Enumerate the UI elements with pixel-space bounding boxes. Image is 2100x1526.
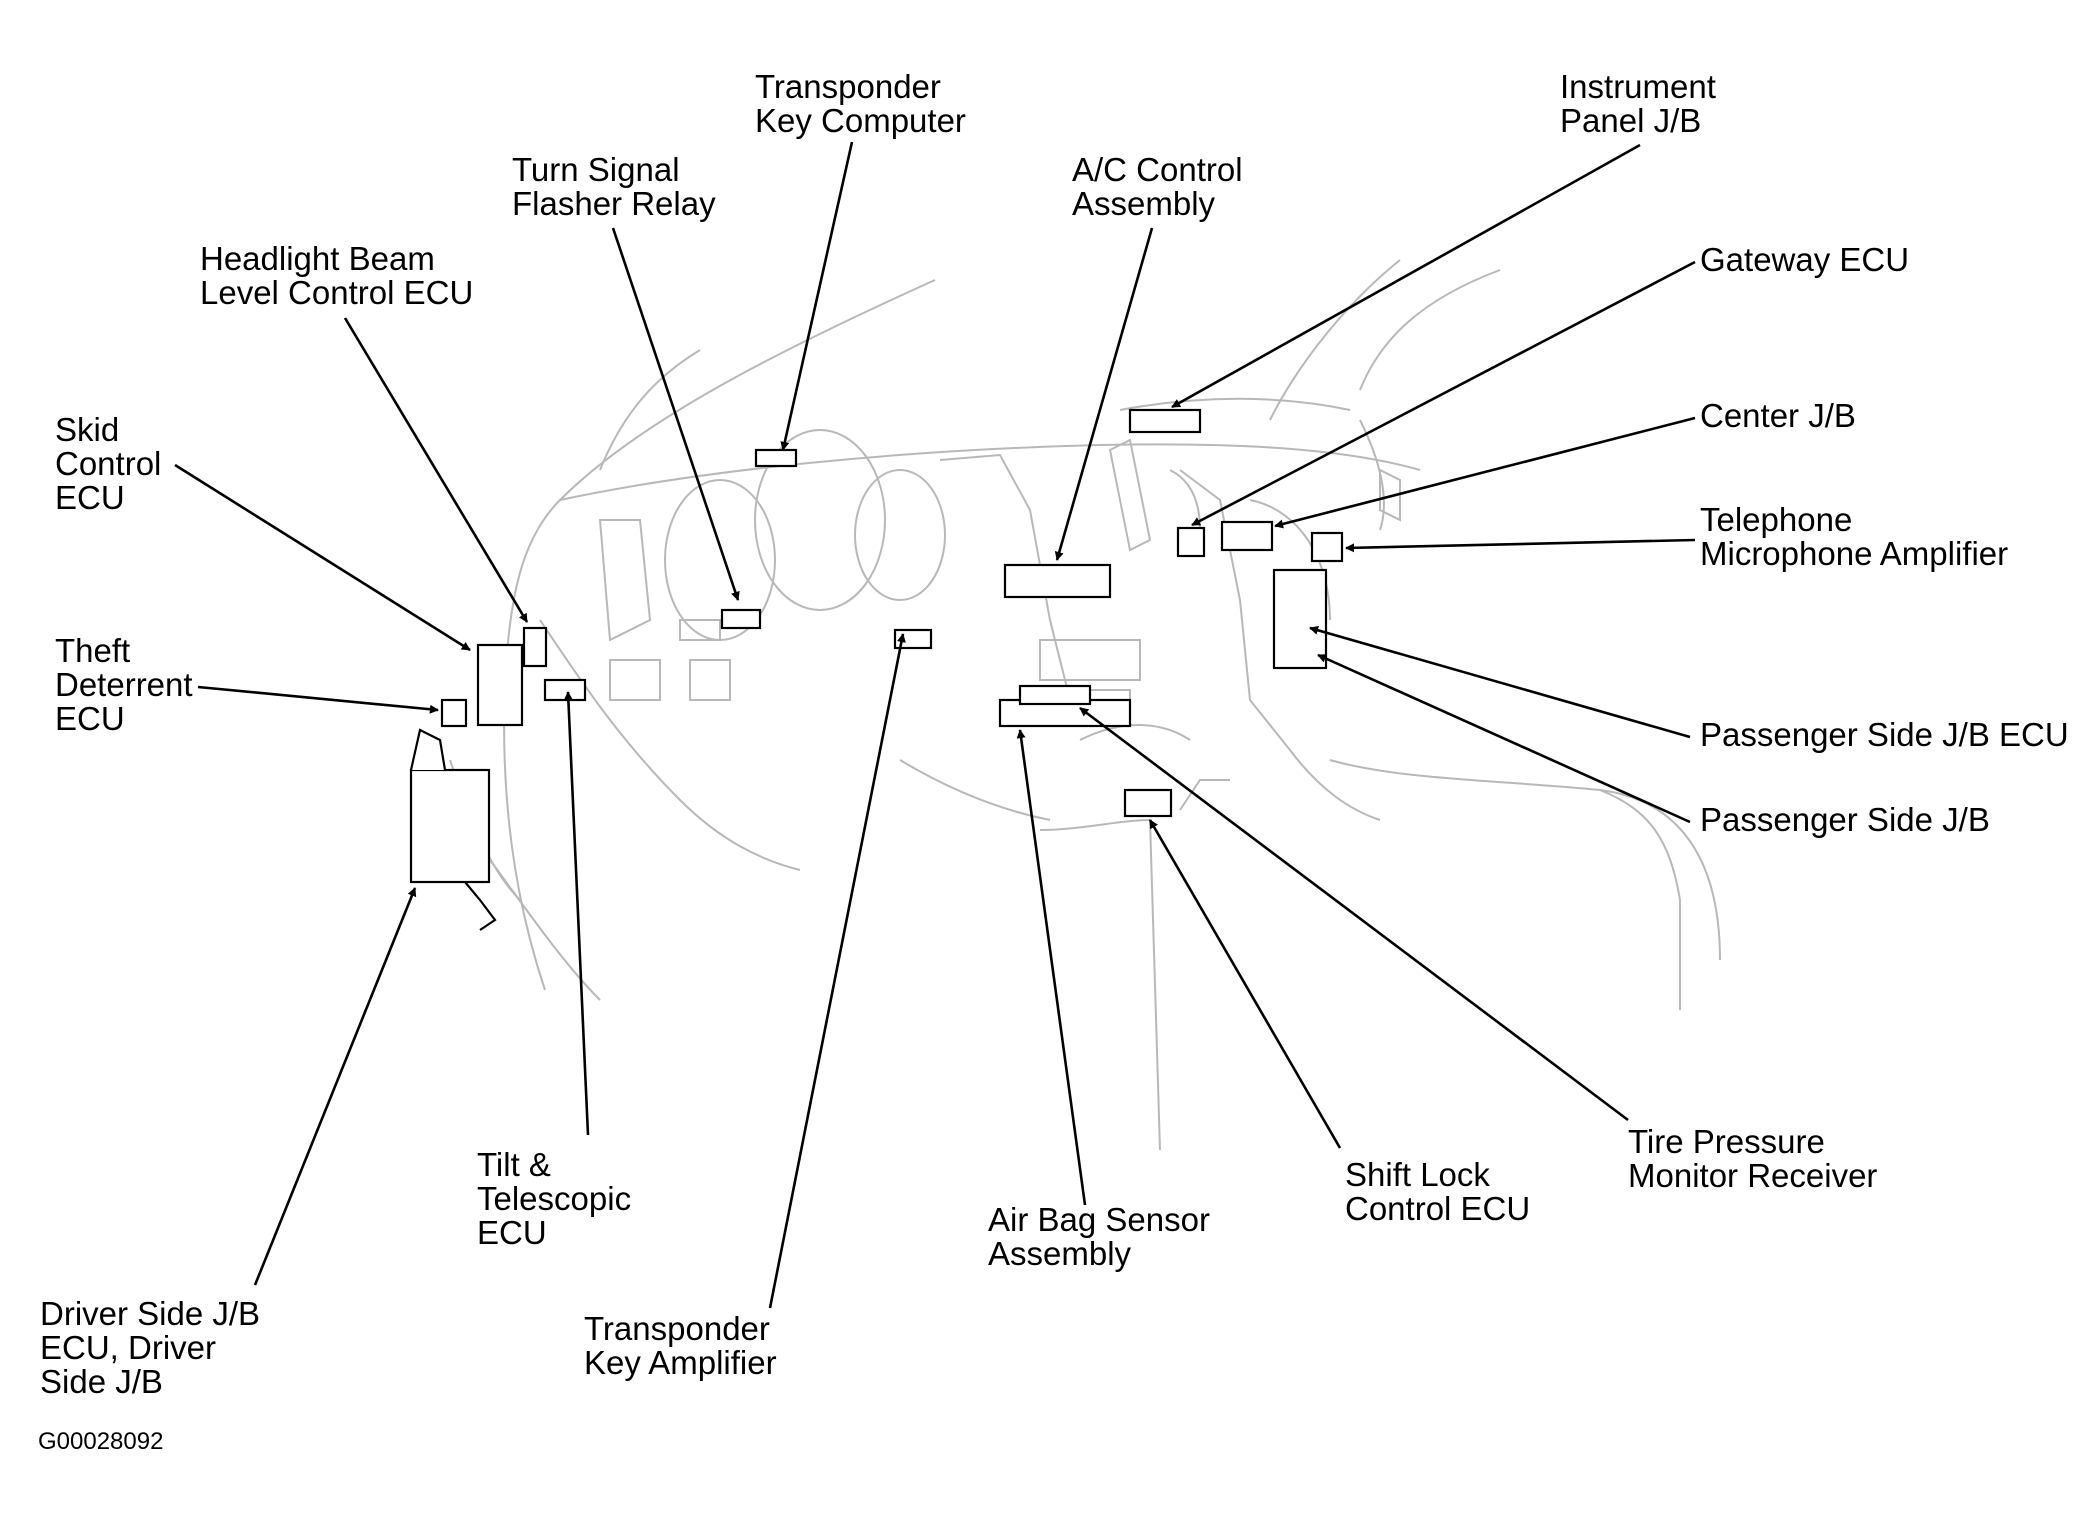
figure-id: G00028092 bbox=[38, 1428, 164, 1455]
label-gateway-ecu: Gateway ECU bbox=[1700, 241, 1910, 278]
label-skid-control-ecu: Skid Control ECU bbox=[55, 411, 162, 516]
leader-transponder-key-computer bbox=[780, 141, 854, 451]
label-shift-lock-control-ecu: Shift Lock Control ECU bbox=[1345, 1156, 1531, 1227]
label-transponder-key-computer: Transponder Key Computer bbox=[755, 68, 966, 139]
label-driver-side-jb: Driver Side J/B ECU, Driver Side J/B bbox=[40, 1295, 261, 1400]
label-tilt-telescopic-ecu: Tilt & Telescopic ECU bbox=[477, 1146, 632, 1251]
leader-instrument-panel-jb bbox=[1171, 143, 1641, 409]
label-passenger-side-jb-ecu: Passenger Side J/B ECU bbox=[1700, 716, 2069, 753]
leader-passenger-side-jb bbox=[1317, 653, 1691, 824]
label-theft-deterrent-ecu: Theft Deterrent ECU bbox=[55, 632, 193, 737]
leader-center-jb bbox=[1274, 416, 1696, 529]
label-headlight-beam-level-control-ecu: Headlight Beam Level Control ECU bbox=[200, 240, 474, 311]
leader-passenger-side-jb-ecu bbox=[1309, 625, 1691, 739]
leader-skid-control-ecu bbox=[174, 463, 471, 652]
leader-driver-side-jb bbox=[253, 887, 417, 1286]
leader-theft-deterrent-ecu bbox=[197, 685, 439, 714]
leader-lines bbox=[174, 141, 1696, 1309]
leader-gateway-ecu bbox=[1191, 260, 1696, 527]
label-ac-control-assembly: A/C Control Assembly bbox=[1072, 151, 1243, 222]
leader-transponder-key-amplifier bbox=[768, 633, 906, 1309]
leader-turn-signal-flasher-relay bbox=[611, 227, 740, 601]
label-transponder-key-amplifier: Transponder Key Amplifier bbox=[584, 1310, 777, 1381]
leader-air-bag-sensor-assembly bbox=[1016, 729, 1087, 1206]
label-turn-signal-flasher-relay: Turn Signal Flasher Relay bbox=[512, 151, 716, 222]
leader-ac-control-assembly bbox=[1054, 227, 1154, 561]
dashboard-outline bbox=[449, 259, 1721, 1151]
leader-shift-lock-control-ecu bbox=[1148, 819, 1342, 1149]
label-tire-pressure-monitor-receiver: Tire Pressure Monitor Receiver bbox=[1628, 1123, 1878, 1194]
leader-headlight-beam-level-control-ecu bbox=[343, 317, 529, 623]
label-center-jb: Center J/B bbox=[1700, 397, 1856, 434]
label-passenger-side-jb: Passenger Side J/B bbox=[1700, 801, 1990, 838]
label-telephone-microphone-amplifier: Telephone Microphone Amplifier bbox=[1700, 501, 2009, 572]
leader-tilt-telescopic-ecu bbox=[563, 691, 590, 1136]
components bbox=[409, 408, 1344, 931]
label-instrument-panel-jb: Instrument Panel J/B bbox=[1560, 68, 1716, 139]
leader-telephone-microphone-amplifier bbox=[1345, 538, 1696, 553]
label-air-bag-sensor-assembly: Air Bag Sensor Assembly bbox=[988, 1201, 1210, 1272]
leader-tire-pressure-monitor-receiver bbox=[1079, 706, 1629, 1122]
